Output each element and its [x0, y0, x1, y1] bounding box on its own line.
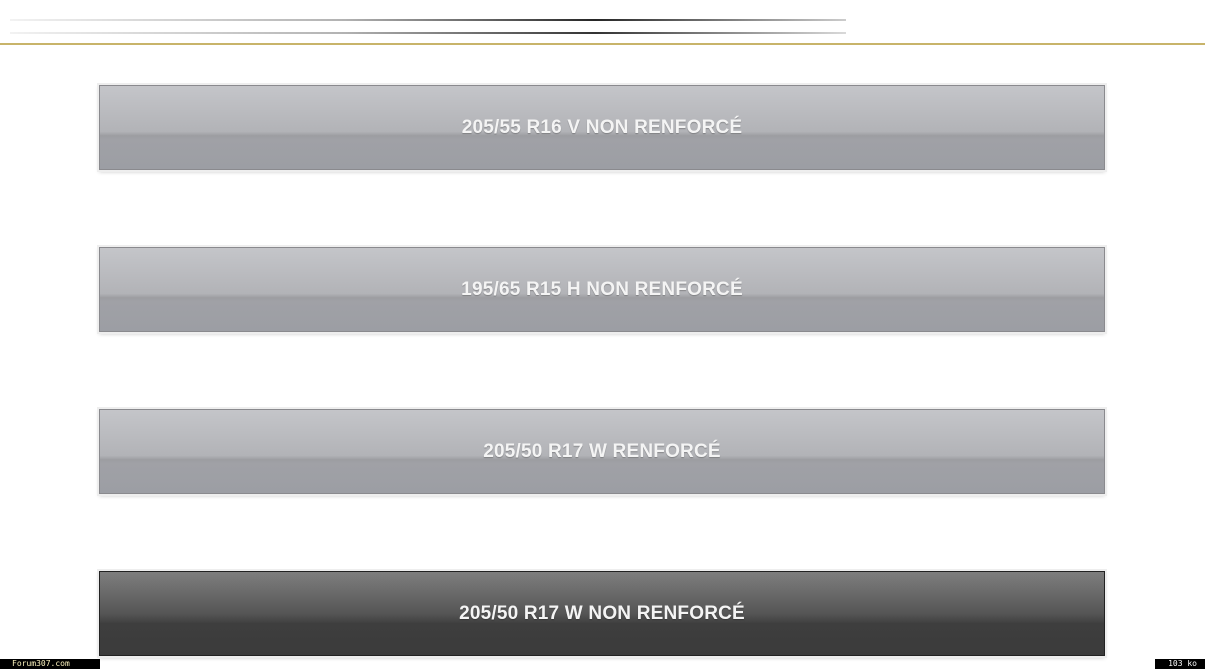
- header-divider-line: [10, 32, 846, 34]
- tire-option-195-65-r15-h[interactable]: 195/65 R15 H NON RENFORCÉ: [99, 247, 1105, 332]
- tire-option-205-50-r17-w-non-renforce-selected[interactable]: 205/50 R17 W NON RENFORCÉ: [99, 571, 1105, 656]
- tire-option-205-55-r16-v[interactable]: 205/55 R16 V NON RENFORCÉ: [99, 85, 1105, 170]
- tire-option-205-50-r17-w-renforce[interactable]: 205/50 R17 W RENFORCÉ: [99, 409, 1105, 494]
- option-label: 205/55 R16 V NON RENFORCÉ: [461, 116, 743, 138]
- option-label: 205/50 R17 W RENFORCÉ: [483, 440, 721, 462]
- option-label: 195/65 R15 H NON RENFORCÉ: [461, 278, 743, 300]
- option-label: 205/50 R17 W NON RENFORCÉ: [459, 602, 745, 624]
- image-size-label: 103 ko: [1155, 659, 1205, 669]
- header-divider-line: [10, 19, 846, 21]
- header-gold-rule: [0, 43, 1205, 45]
- watermark-site: Forum307.com: [0, 659, 100, 669]
